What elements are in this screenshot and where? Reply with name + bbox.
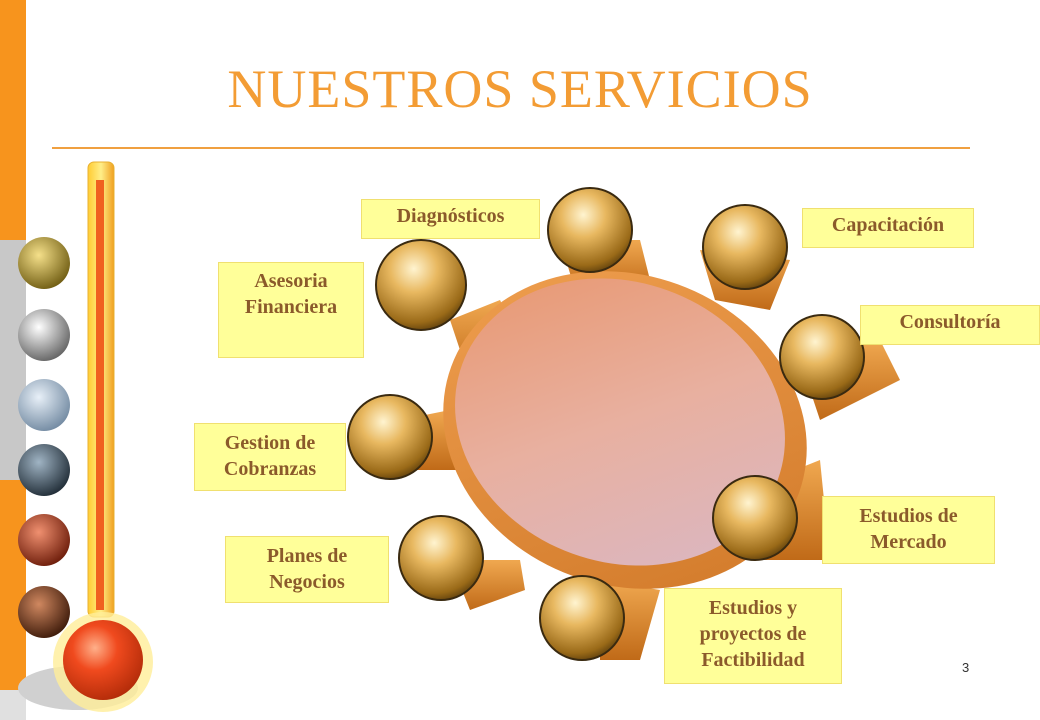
label-estudios-factibilidad: Estudios y proyectos de Factibilidad	[664, 588, 842, 684]
label-consultoria: Consultoría	[860, 305, 1040, 345]
label-diagnosticos: Diagnósticos	[361, 199, 540, 239]
page-number: 3	[962, 660, 970, 675]
member-spheres	[347, 187, 865, 661]
label-asesoria-financiera: Asesoria Financiera	[218, 262, 364, 358]
side-strip-middle	[0, 240, 26, 480]
title-divider	[52, 147, 970, 149]
label-planes-negocios: Planes de Negocios	[225, 536, 389, 603]
thermometer-decoration	[18, 161, 153, 712]
side-strip-top	[0, 0, 26, 240]
label-estudios-mercado: Estudios de Mercado	[822, 496, 995, 564]
label-capacitacion: Capacitación	[802, 208, 974, 248]
slide-title: NUESTROS SERVICIOS	[227, 59, 813, 119]
label-gestion-cobranzas: Gestion de Cobranzas	[194, 423, 346, 491]
